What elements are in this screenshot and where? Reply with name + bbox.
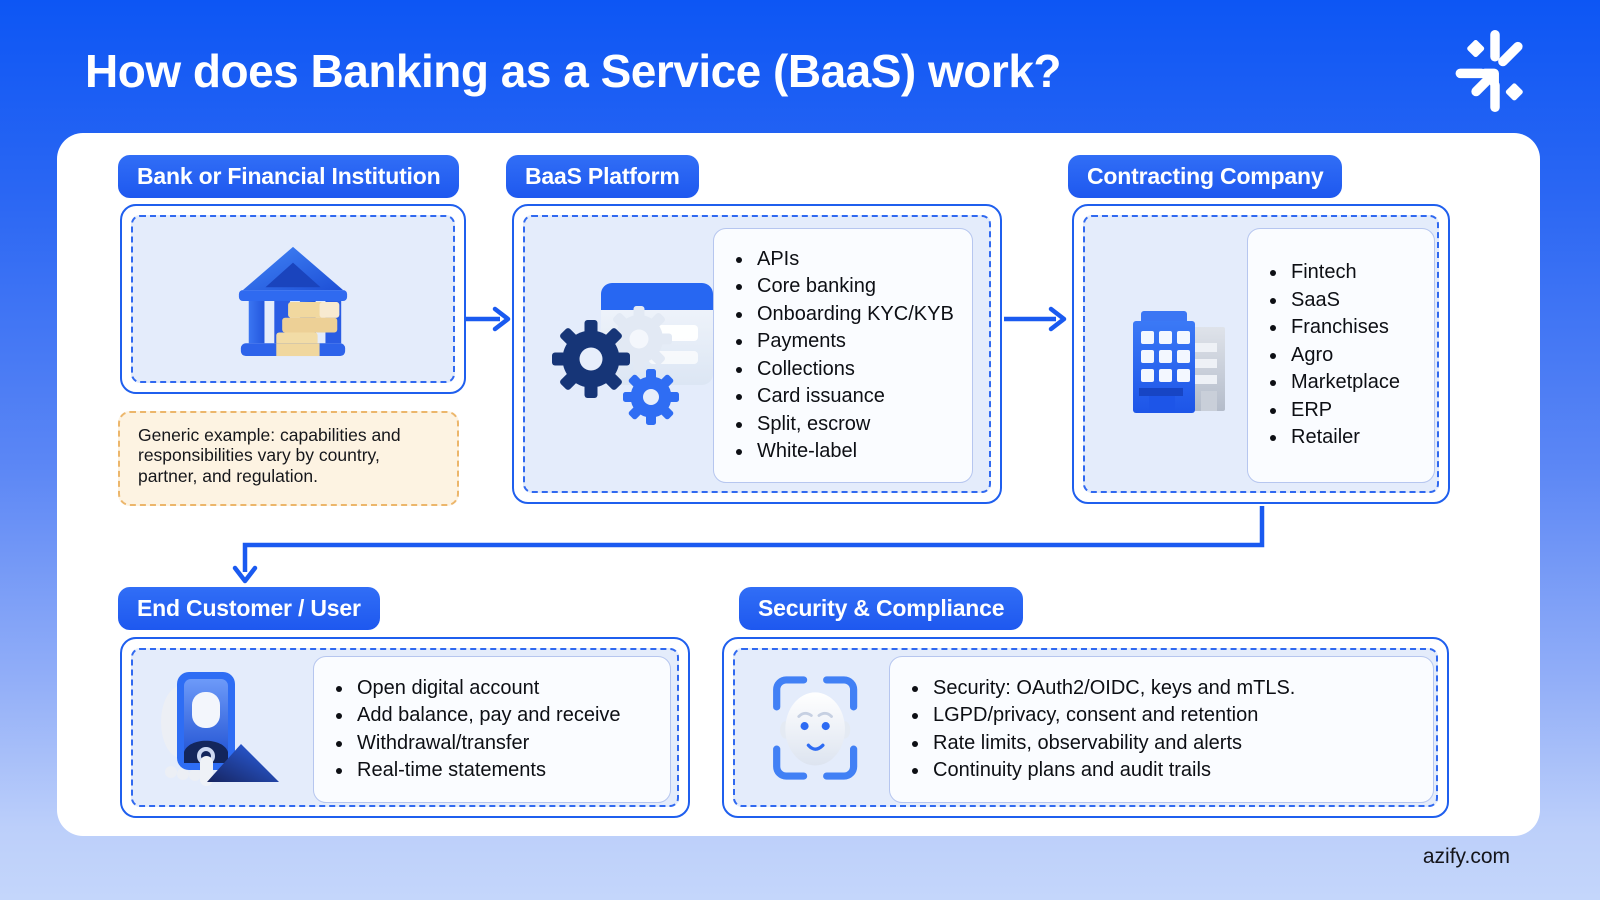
- list-item: Continuity plans and audit trails: [930, 757, 1295, 785]
- list-item: White-label: [754, 438, 954, 466]
- face-scan-icon: [773, 676, 858, 780]
- list-item: Card issuance: [754, 383, 954, 411]
- list-item: Fintech: [1288, 259, 1400, 287]
- office-building-icon: [1133, 311, 1225, 413]
- page-title: How does Banking as a Service (BaaS) wor…: [85, 45, 1062, 97]
- list-item: LGPD/privacy, consent and retention: [930, 702, 1295, 730]
- list-item: Rate limits, observability and alerts: [930, 730, 1295, 758]
- list-item: ERP: [1288, 397, 1400, 425]
- baas-label-pill: BaaS Platform: [506, 155, 699, 198]
- diagram-card: Bank or Financial Institution: [57, 133, 1540, 836]
- list-item: Add balance, pay and receive: [354, 702, 621, 730]
- contracting-types-card: Fintech SaaS Franchises Agro Marketplace…: [1247, 228, 1435, 483]
- list-item: Retailer: [1288, 424, 1400, 452]
- bank-building-icon: [238, 246, 348, 357]
- baas-label: BaaS Platform: [525, 163, 680, 189]
- baas-capabilities-list: APIs Core banking Onboarding KYC/KYB Pay…: [714, 246, 954, 466]
- list-item: Real-time statements: [354, 757, 621, 785]
- end-customer-box: Open digital account Add balance, pay an…: [120, 637, 690, 818]
- list-item: Withdrawal/transfer: [354, 730, 621, 758]
- contracting-box: Fintech SaaS Franchises Agro Marketplace…: [1072, 204, 1450, 504]
- list-item: Collections: [754, 356, 954, 384]
- security-label: Security & Compliance: [758, 595, 1005, 621]
- list-item: Marketplace: [1288, 369, 1400, 397]
- contracting-types-list: Fintech SaaS Franchises Agro Marketplace…: [1248, 259, 1400, 452]
- bank-label-pill: Bank or Financial Institution: [118, 155, 460, 198]
- hand-phone-icon: [161, 672, 279, 786]
- contracting-label: Contracting Company: [1087, 163, 1324, 189]
- disclaimer-text: Generic example: capabilities and respon…: [138, 425, 401, 486]
- security-box: Security: OAuth2/OIDC, keys and mTLS. LG…: [722, 637, 1449, 818]
- security-items-list: Security: OAuth2/OIDC, keys and mTLS. LG…: [890, 675, 1295, 785]
- security-label-pill: Security & Compliance: [739, 587, 1024, 630]
- baas-capabilities-card: APIs Core banking Onboarding KYC/KYB Pay…: [713, 228, 973, 483]
- disclaimer-note: Generic example: capabilities and respon…: [118, 411, 459, 506]
- list-item: Split, escrow: [754, 411, 954, 439]
- list-item: Open digital account: [354, 675, 621, 703]
- list-item: Franchises: [1288, 314, 1400, 342]
- list-item: APIs: [754, 246, 954, 274]
- list-item: Agro: [1288, 342, 1400, 370]
- azify-logo-icon: [1455, 30, 1523, 112]
- gears-window-icon: [552, 283, 713, 425]
- website-footer: azify.com: [1422, 845, 1510, 868]
- baas-box: APIs Core banking Onboarding KYC/KYB Pay…: [512, 204, 1002, 504]
- end-customer-actions-card: Open digital account Add balance, pay an…: [313, 656, 671, 803]
- list-item: SaaS: [1288, 287, 1400, 315]
- end-customer-actions-list: Open digital account Add balance, pay an…: [314, 675, 621, 785]
- list-item: Security: OAuth2/OIDC, keys and mTLS.: [930, 675, 1295, 703]
- end-customer-label: End Customer / User: [137, 595, 361, 621]
- contracting-label-pill: Contracting Company: [1068, 155, 1343, 198]
- bank-box: [120, 204, 466, 394]
- security-items-card: Security: OAuth2/OIDC, keys and mTLS. LG…: [889, 656, 1434, 803]
- list-item: Payments: [754, 328, 954, 356]
- end-customer-label-pill: End Customer / User: [118, 587, 380, 630]
- list-item: Core banking: [754, 273, 954, 301]
- bank-label: Bank or Financial Institution: [137, 163, 441, 189]
- list-item: Onboarding KYC/KYB: [754, 301, 954, 329]
